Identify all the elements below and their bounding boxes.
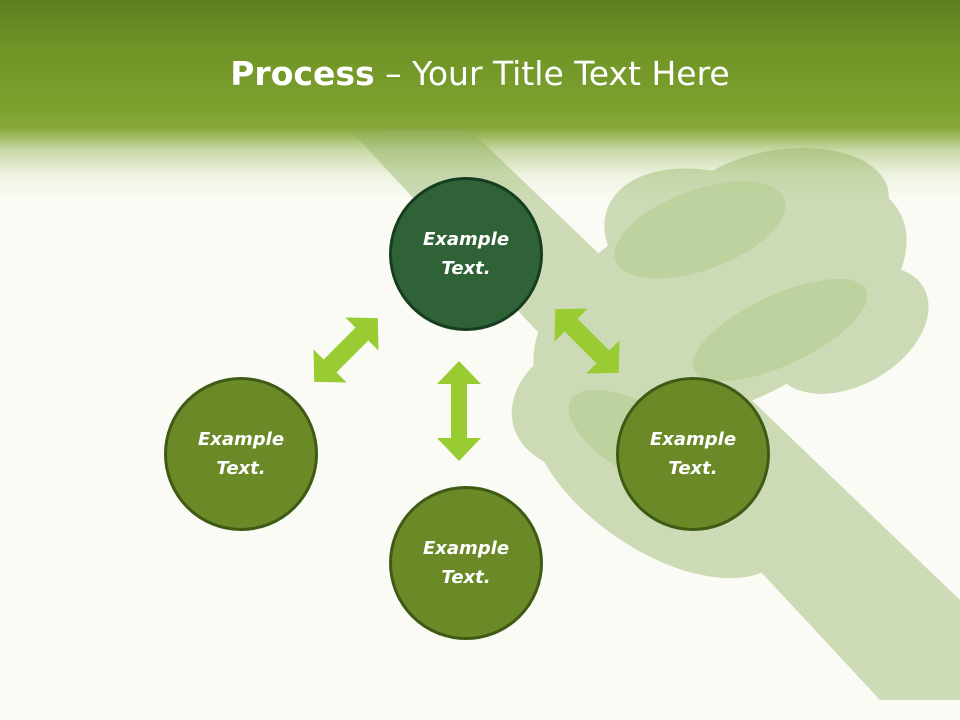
arrow-top-right <box>554 308 620 374</box>
arrow-top-left <box>313 317 379 383</box>
node-top-label: Example Text. <box>422 229 510 279</box>
node-bottom: Example Text. <box>389 486 543 640</box>
slide-title: Process – Your Title Text Here <box>0 52 960 96</box>
title-strong: Process <box>230 54 375 93</box>
node-right-label: Example Text. <box>649 429 737 479</box>
arrow-top-bottom <box>437 361 481 461</box>
node-bottom-label: Example Text. <box>422 538 510 588</box>
header-band <box>0 0 960 200</box>
node-top: Example Text. <box>389 177 543 331</box>
title-rest: – Your Title Text Here <box>374 54 730 93</box>
node-left-label: Example Text. <box>197 429 285 479</box>
node-left: Example Text. <box>164 377 318 531</box>
node-right: Example Text. <box>616 377 770 531</box>
